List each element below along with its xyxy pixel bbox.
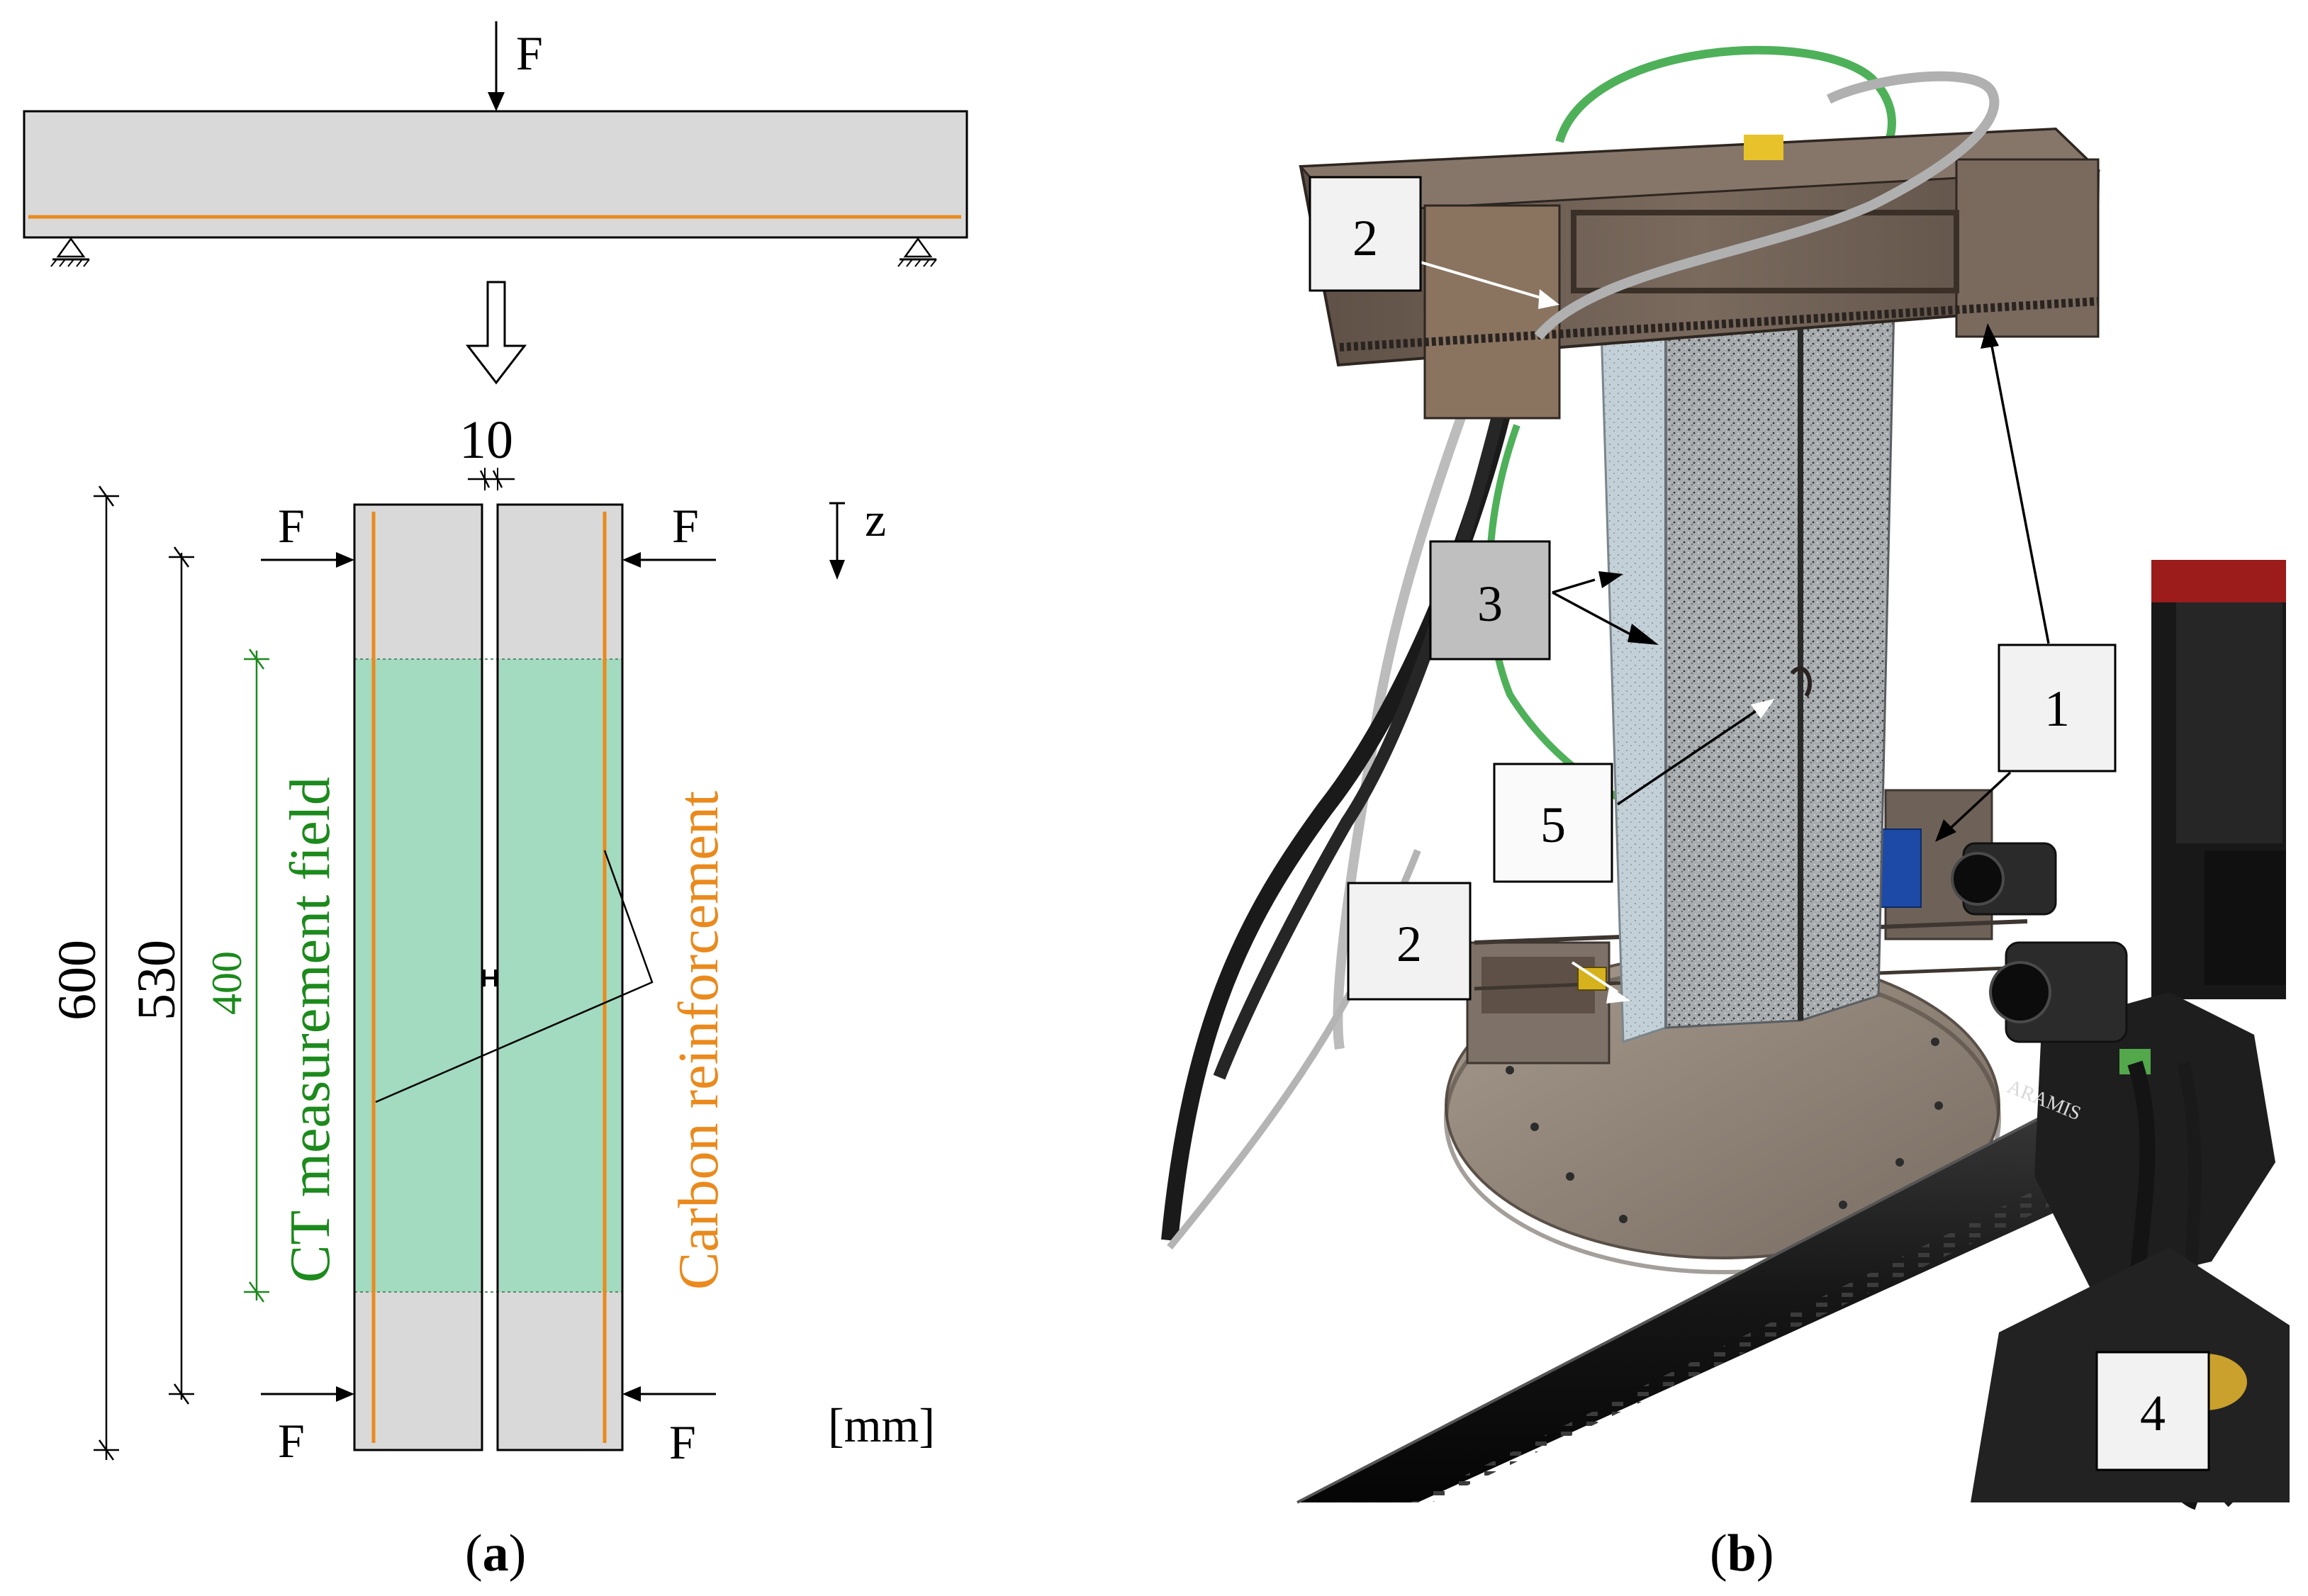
prism-forces: F F F F <box>261 499 716 1469</box>
cable-green-top <box>1555 45 1896 151</box>
threaded-rod-top <box>1339 297 2099 352</box>
dimension-600-label: 600 <box>47 940 107 1021</box>
callout-leaders <box>1420 261 1630 1004</box>
dimension-400: 400 <box>203 648 269 1303</box>
force-label-right-bottom: F <box>669 1415 696 1469</box>
callout-5: 5 <box>1493 763 1613 883</box>
caption-a: (a) <box>465 1524 526 1583</box>
specimen-front-right <box>1799 296 1895 1023</box>
ct-field-right <box>499 659 621 1292</box>
dimension-400-label: 400 <box>203 951 250 1015</box>
panel-a-sketch: F 10 <box>23 21 968 1583</box>
unit-label: [mm] <box>828 1398 935 1452</box>
left-support-icon <box>50 237 90 267</box>
aramis-camera: ARAMIS <box>1951 560 2290 1510</box>
beam-force-label: F <box>516 26 543 80</box>
force-arrow-icon <box>336 552 354 568</box>
z-axis-arrow-icon <box>829 560 845 580</box>
force-label-left-bottom: F <box>278 1414 305 1468</box>
prism-pair <box>353 503 654 1451</box>
force-label-right-top: F <box>672 499 699 553</box>
callout-1: 1 <box>1998 644 2117 772</box>
callout-4: 4 <box>2095 1351 2210 1471</box>
transition-arrow-icon <box>465 281 527 385</box>
callout-2-bottom: 2 <box>1347 882 1472 1001</box>
ct-field-label: CT measurement field <box>279 777 342 1283</box>
dimension-530-label: 530 <box>127 940 186 1021</box>
callout-label: 3 <box>1477 575 1503 632</box>
callout-leaders-dark <box>1552 323 2050 842</box>
caption-b: (b) <box>1710 1524 1774 1583</box>
center-connector-icon <box>483 970 497 987</box>
callout-label: 1 <box>2044 680 2070 737</box>
panel-b-photo: ARAMIS 2 3 <box>1161 45 2290 1583</box>
beam-force-arrow-icon <box>488 21 505 111</box>
specimen-left <box>1599 289 1667 1044</box>
callout-label: 4 <box>2140 1385 2166 1442</box>
yellow-tag <box>1744 135 1783 160</box>
beam-sketch: F <box>23 21 968 267</box>
camera-rail <box>1297 1091 2134 1502</box>
gap-dimension: 10 <box>459 410 515 490</box>
force-arrow-icon <box>622 1386 641 1402</box>
callout-2-top: 2 <box>1309 176 1422 292</box>
yellow-clip <box>1577 967 1607 991</box>
callout-label: 2 <box>1352 210 1378 266</box>
dimension-530: 530 <box>127 546 194 1405</box>
reinforcement-leader <box>375 850 654 1103</box>
z-axis: z <box>829 493 886 580</box>
callout-label: 2 <box>1396 916 1422 972</box>
gap-dimension-label: 10 <box>459 410 513 470</box>
ct-field-left <box>356 659 481 1292</box>
right-support-icon <box>897 237 937 267</box>
cable-grey-top <box>1534 71 2000 340</box>
z-axis-label: z <box>865 493 886 546</box>
force-arrow-icon <box>336 1386 354 1402</box>
reinforcement-label: Carbon reinforcement <box>668 791 730 1290</box>
force-label-left-top: F <box>278 499 305 553</box>
top-frame <box>1571 210 1959 293</box>
force-arrow-icon <box>622 552 641 568</box>
specimen-front <box>1664 289 1802 1029</box>
top-block-left <box>1423 204 1561 420</box>
callout-label: 5 <box>1540 797 1566 853</box>
dimension-600: 600 <box>47 485 119 1461</box>
blue-sensor <box>1876 828 1922 908</box>
crack-marker <box>1790 666 1813 697</box>
callout-3: 3 <box>1429 540 1551 661</box>
